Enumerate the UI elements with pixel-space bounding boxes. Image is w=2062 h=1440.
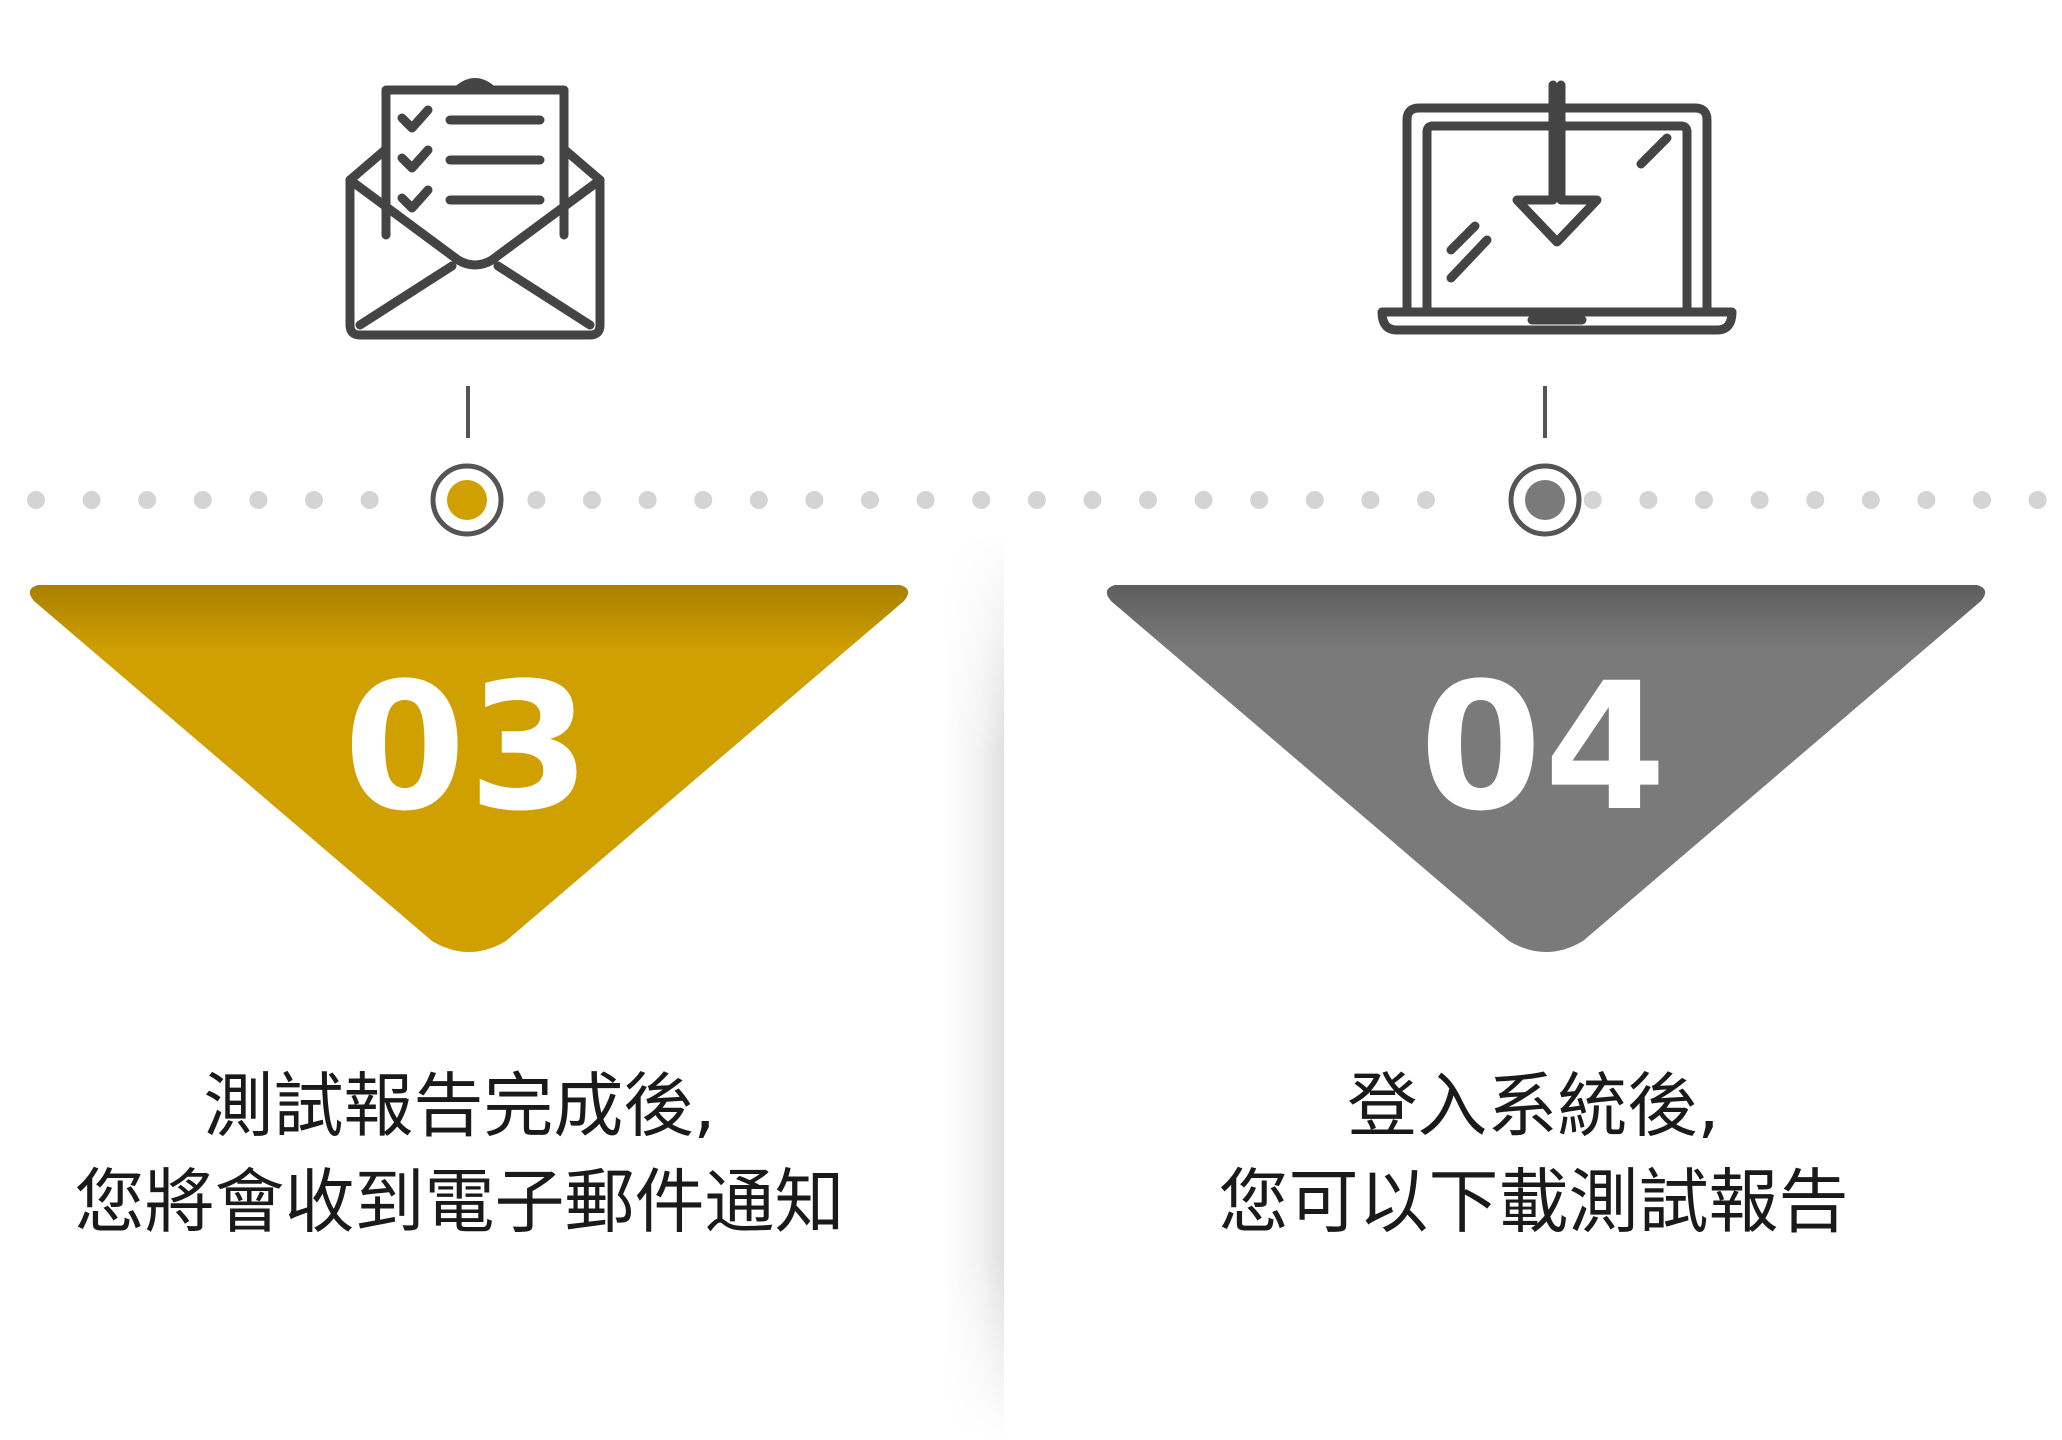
- timeline-dot: [1139, 491, 1157, 509]
- step-04: 04 登入系統後, 您可以下載測試報告: [1031, 0, 2062, 1439]
- number-triangle: [1106, 585, 1986, 952]
- timeline-dot: [1639, 491, 1658, 509]
- timeline-dot: [1750, 491, 1769, 509]
- envelope-checklist-icon: [345, 78, 605, 340]
- timeline-dot: [916, 491, 935, 509]
- timeline-dot: [1917, 491, 1936, 509]
- timeline-dot: [360, 491, 379, 509]
- timeline-dot: [749, 491, 768, 509]
- timeline-node: [430, 463, 504, 537]
- timeline-dot: [1194, 491, 1213, 509]
- step-description: 登入系統後, 您可以下載測試報告: [1018, 1058, 2049, 1250]
- timeline-dot: [583, 491, 601, 509]
- timeline-dot: [305, 491, 323, 509]
- description-line-2: 您將會收到電子郵件通知: [74, 1161, 845, 1243]
- timeline-dot: [138, 491, 157, 509]
- timeline-dot: [1250, 491, 1269, 509]
- number-triangle: [29, 585, 909, 952]
- timeline-dot: [1695, 491, 1713, 509]
- timeline-dot: [27, 491, 45, 509]
- timeline-dot: [1083, 491, 1102, 509]
- divider-shadow: [944, 530, 1004, 1440]
- timeline-dot: [2028, 491, 2047, 509]
- timeline-dot: [1861, 491, 1880, 509]
- description-line-2: 您可以下載測試報告: [1218, 1161, 1849, 1243]
- timeline-dot: [1583, 491, 1602, 509]
- timeline-dot: [1417, 491, 1435, 509]
- timeline-node: [1508, 463, 1582, 537]
- timeline-dot: [1973, 491, 1991, 509]
- timeline-dot: [249, 491, 268, 509]
- timeline-dot: [972, 491, 991, 509]
- timeline-dot: [1027, 491, 1046, 509]
- timeline-dot: [861, 491, 879, 509]
- step-number: 03: [343, 645, 593, 850]
- timeline-dot: [82, 491, 101, 509]
- step-number: 04: [1419, 645, 1669, 850]
- timeline-dot: [193, 491, 212, 509]
- timeline-dot: [694, 491, 713, 509]
- timeline-dot: [638, 491, 657, 509]
- step-description: 測試報告完成後, 您將會收到電子郵件通知: [0, 1058, 975, 1250]
- connector-stem: [466, 386, 470, 438]
- timeline-dot: [805, 491, 824, 509]
- description-line-1: 登入系統後,: [1347, 1065, 1720, 1147]
- timeline-dot: [1361, 491, 1380, 509]
- description-line-1: 測試報告完成後,: [203, 1065, 716, 1147]
- laptop-download-icon: [1377, 80, 1737, 335]
- connector-stem: [1543, 386, 1547, 438]
- timeline-dot: [1305, 491, 1324, 509]
- dotted-timeline: [27, 491, 2047, 509]
- timeline-dot: [527, 491, 546, 509]
- step-03: 03 測試報告完成後, 您將會收到電子郵件通知: [0, 0, 1031, 1439]
- timeline-dot: [1806, 491, 1825, 509]
